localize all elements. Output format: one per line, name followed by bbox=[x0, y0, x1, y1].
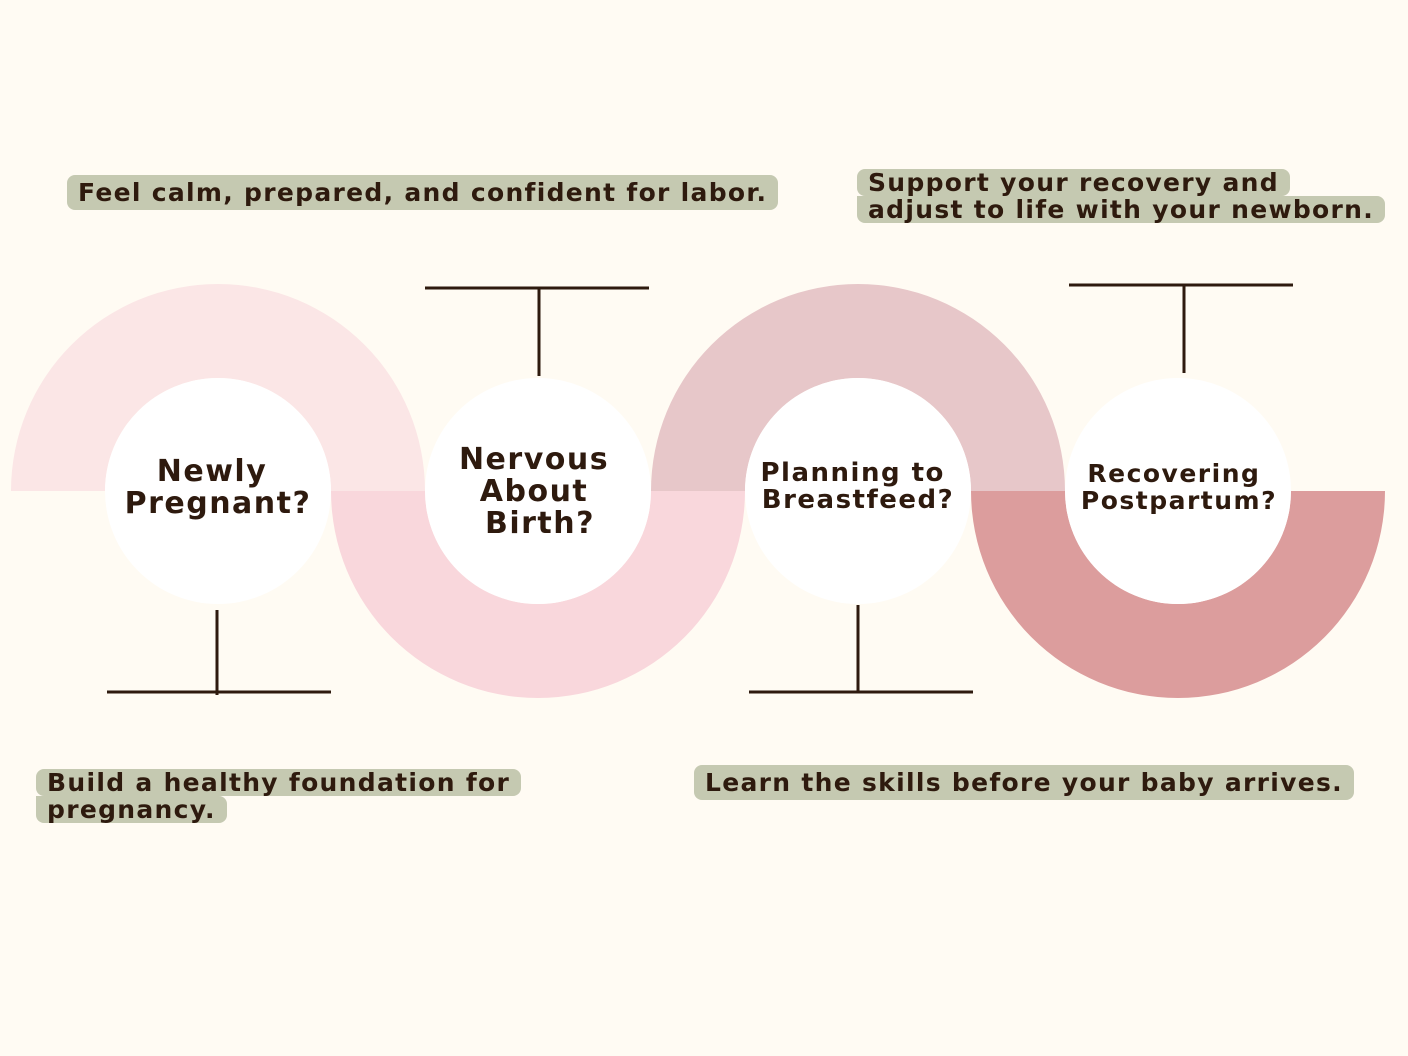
step-1-label: Newly Pregnant? bbox=[125, 454, 312, 521]
step-1-description-line-1: Build a healthy foundation for bbox=[36, 769, 522, 796]
step-2-description: Feel calm, prepared, and confident for l… bbox=[67, 175, 779, 210]
step-circle-2 bbox=[425, 378, 651, 604]
step-2-label-line-3: Birth? bbox=[485, 506, 595, 541]
step-4-label: Recovering Postpartum? bbox=[1081, 459, 1277, 515]
wave-arc-4 bbox=[971, 491, 1385, 698]
step-4-description: Support your recovery and adjust to life… bbox=[857, 169, 1386, 223]
step-2-label: Nervous About Birth? bbox=[459, 442, 621, 541]
step-2-label-line-2: About bbox=[480, 474, 589, 509]
step-4-description-line-1: Support your recovery and bbox=[857, 169, 1290, 196]
wave-arc-1 bbox=[11, 284, 425, 491]
step-3-label-line-1: Planning to bbox=[761, 458, 945, 488]
step-2-description-line-1: Feel calm, prepared, and confident for l… bbox=[67, 175, 779, 210]
step-3-label: Planning to Breastfeed? bbox=[761, 458, 956, 515]
step-2-label-line-1: Nervous bbox=[459, 442, 609, 477]
step-1-description-line-2: pregnancy. bbox=[36, 796, 227, 823]
step-3-description-line-1: Learn the skills before your baby arrive… bbox=[694, 765, 1354, 800]
step-circle-1 bbox=[105, 378, 331, 604]
step-1-description: Build a healthy foundation for pregnancy… bbox=[36, 769, 522, 823]
step-4-description-line-2: adjust to life with your newborn. bbox=[857, 196, 1386, 223]
step-1-label-line-2: Pregnant? bbox=[125, 486, 312, 521]
step-3-description: Learn the skills before your baby arrive… bbox=[694, 765, 1354, 800]
step-circle-3 bbox=[745, 378, 971, 604]
wave-arc-3 bbox=[651, 284, 1065, 491]
step-1-label-line-1: Newly bbox=[157, 454, 268, 489]
step-4-label-line-1: Recovering bbox=[1087, 459, 1260, 488]
step-4-label-line-2: Postpartum? bbox=[1081, 486, 1277, 515]
step-circle-4 bbox=[1065, 378, 1291, 604]
wave-arc-2 bbox=[331, 491, 745, 698]
step-3-label-line-2: Breastfeed? bbox=[762, 485, 955, 515]
